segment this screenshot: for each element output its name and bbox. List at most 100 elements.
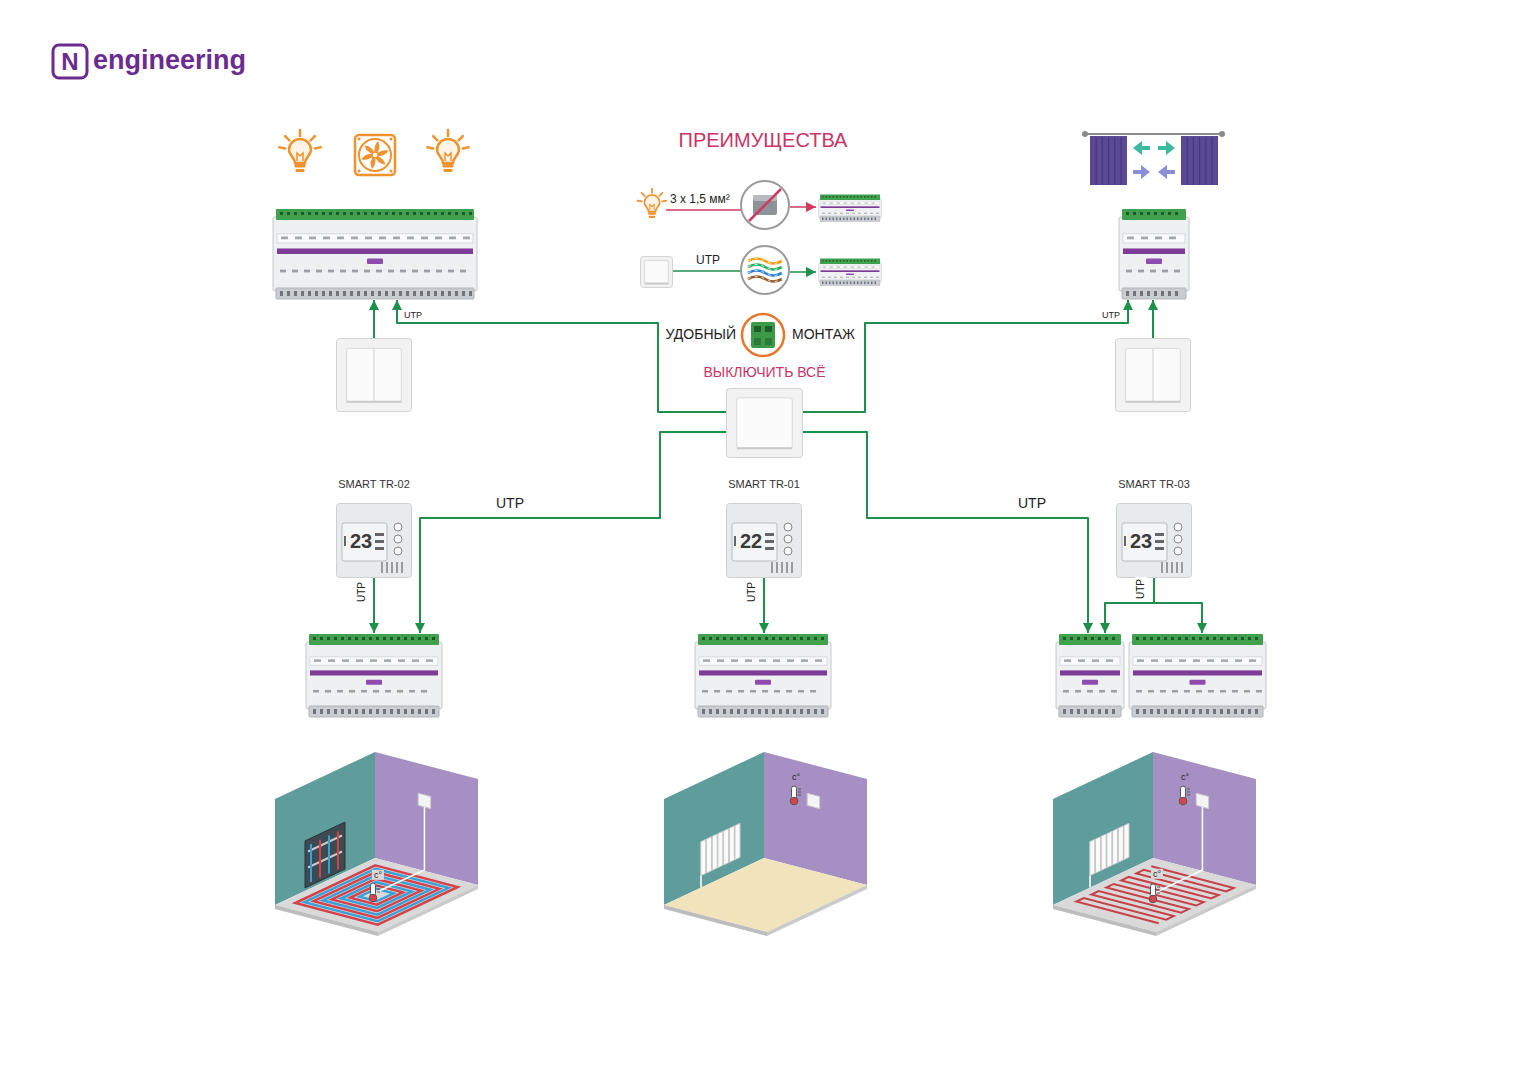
thermometer-tick [1187, 795, 1190, 796]
cable-label: UTP [746, 580, 758, 604]
terminal-slot [1206, 709, 1209, 714]
sensor-label: c° [792, 772, 800, 782]
module-marking [1075, 690, 1081, 693]
terminal-slot [1199, 709, 1202, 714]
module-terminals [276, 209, 474, 220]
motion-arrow-head [1166, 141, 1175, 155]
thermostat-display [732, 523, 777, 561]
terminal-slot [875, 282, 877, 285]
display-glyph [765, 547, 774, 550]
thermostat-vent [776, 562, 778, 573]
terminal-slot [404, 709, 407, 714]
twisted-pair-stripe [748, 271, 782, 276]
terminal-slot [847, 218, 849, 221]
terminal-slot [875, 218, 877, 221]
terminal-screw [857, 260, 859, 262]
module-terminals [820, 195, 880, 201]
terminal-screw [320, 637, 323, 640]
terminal-slot [385, 291, 388, 296]
radiator-section [1113, 829, 1118, 865]
room-thermostat: SMART TR-01 [726, 503, 802, 578]
heating-loop [304, 869, 448, 922]
module-marking [370, 659, 377, 662]
module-marking [328, 270, 334, 273]
bulb-icon [427, 130, 468, 172]
terminal-screw [807, 637, 810, 640]
thermometer-tick [1157, 893, 1160, 894]
terminal-screw [786, 637, 789, 640]
terminal-screw [840, 196, 842, 198]
terminal-slot [793, 709, 796, 714]
terminal-screw [793, 637, 796, 640]
twisted-pair-stripe [748, 259, 782, 264]
terminal-screw [1185, 637, 1188, 640]
terminal-screw [723, 637, 726, 640]
terminal-slot [847, 282, 849, 285]
terminal-slot [1213, 709, 1216, 714]
terminal-slot [425, 709, 428, 714]
bulb-icon [279, 130, 320, 172]
device-graphic [1116, 503, 1192, 578]
module-marking [292, 270, 298, 273]
thermometer-tick [377, 892, 380, 893]
thermometer-tick [798, 789, 801, 790]
terminal-screw [1234, 637, 1237, 640]
terminal-slot [448, 291, 451, 296]
module-marking [1256, 690, 1262, 693]
module-marking [830, 202, 834, 204]
module-marking [773, 659, 780, 662]
terminal-screw [758, 637, 761, 640]
radiator-pipe [700, 876, 702, 888]
module-marking [1127, 237, 1134, 240]
module-terminals [820, 259, 880, 265]
terminal-slot [1241, 709, 1244, 714]
thermometer-tick [1187, 789, 1190, 790]
module-stripe [1123, 248, 1185, 254]
terminal-screw [369, 637, 372, 640]
module-marking [864, 212, 867, 214]
module-marking [295, 237, 302, 240]
terminal-screw [833, 196, 835, 198]
terminal-slot [392, 291, 395, 296]
module-marking [342, 659, 349, 662]
terminal-screw [432, 637, 435, 640]
device [1056, 634, 1124, 717]
module-marking [858, 212, 861, 214]
device-caption: ВЫКЛЮЧИТЬ ВСЁ [703, 364, 825, 380]
manifold-bar [308, 836, 342, 852]
terminal-screw [847, 260, 849, 262]
terminal-slot [754, 338, 761, 345]
switch-frame [1116, 339, 1191, 412]
bulb-ray [638, 200, 642, 202]
terminal-slot [754, 326, 761, 332]
terminal-slot [1168, 291, 1171, 296]
module-marking [846, 212, 849, 214]
terminal-slot [1126, 291, 1129, 296]
rocker-shadow [737, 447, 792, 449]
terminal-slot [1105, 709, 1108, 714]
module-marking [379, 237, 386, 240]
terminal-screw [864, 260, 866, 262]
module-marking [837, 202, 841, 204]
module-body [819, 263, 882, 282]
terminal-slot [343, 291, 346, 296]
device-graphic [1118, 208, 1190, 300]
module-marking [1162, 270, 1168, 273]
bulb-base [444, 169, 453, 172]
module-marking [397, 690, 403, 693]
terminal-slot [418, 709, 421, 714]
module-terminals [1122, 209, 1186, 220]
thermostat-display [1122, 523, 1167, 561]
room-illustration [275, 752, 478, 936]
thermostat-vent [1176, 562, 1178, 573]
module-marking [774, 690, 780, 693]
thermostat-button [1174, 547, 1182, 555]
module-stripe [310, 670, 438, 675]
module-marking [373, 690, 379, 693]
terminal-screw [322, 212, 325, 215]
device-graphic [726, 388, 803, 458]
terminal-screw [350, 212, 353, 215]
module-marking [1207, 659, 1214, 662]
room-thermostat: SMART TR-03 [1116, 503, 1192, 578]
module-marking [750, 690, 756, 693]
